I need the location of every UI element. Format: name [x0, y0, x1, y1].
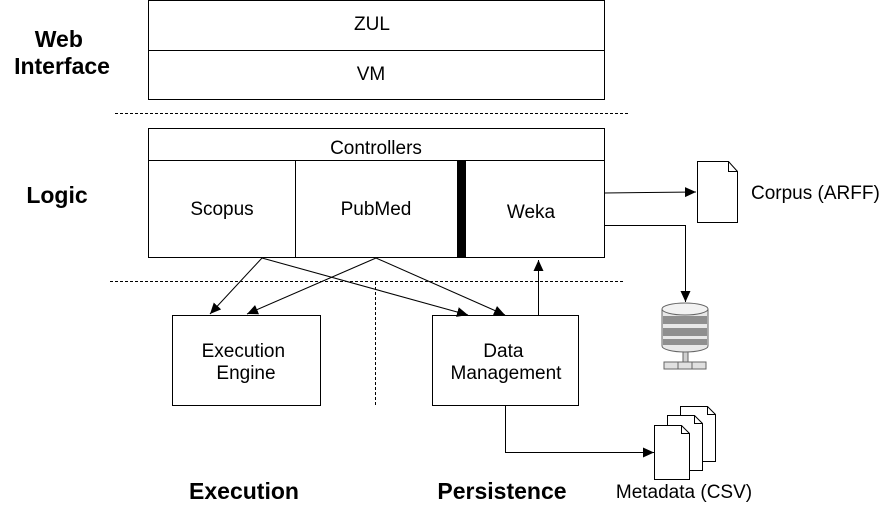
execution-engine-label-line1: Execution	[202, 341, 285, 362]
document-icon	[697, 161, 738, 223]
execution-engine-label-line2: Engine	[216, 363, 275, 384]
arrow-pubmed-to-execution	[246, 257, 377, 315]
scopus-label: Scopus	[190, 199, 253, 220]
arrow-scopus-to-data-management	[261, 257, 469, 317]
document-stack-icon	[654, 406, 716, 480]
layer-label-web-interface: Web Interface	[14, 26, 110, 79]
weka-label: Weka	[507, 202, 556, 223]
execution-engine-box	[172, 315, 321, 406]
layer-label-web-interface-line1: Web	[35, 26, 83, 52]
layer-label-execution: Execution	[189, 478, 299, 504]
controllers-label: Controllers	[330, 138, 422, 159]
arrow-weka-to-corpus	[603, 187, 697, 198]
vm-label: VM	[357, 64, 386, 85]
layer-label-logic: Logic	[26, 182, 88, 208]
database-icon	[661, 302, 709, 370]
data-management-label-line2: Management	[451, 363, 563, 384]
layer-label-persistence: Persistence	[437, 478, 566, 504]
pubmed-label: PubMed	[341, 199, 412, 220]
layer-label-web-interface-line2: Interface	[14, 53, 110, 79]
execution-engine-label: Execution Engine	[202, 341, 291, 384]
weka-thick-divider	[457, 160, 466, 258]
data-management-box	[432, 315, 579, 406]
arrow-pubmed-to-data-management	[375, 257, 506, 316]
arrow-data-management-to-metadata	[505, 406, 654, 458]
corpus-label: Corpus (ARFF)	[751, 183, 880, 204]
data-management-label-line1: Data	[483, 341, 524, 362]
metadata-label: Metadata (CSV)	[616, 482, 752, 503]
zul-label: ZUL	[354, 14, 390, 35]
arrow-weka-to-database	[604, 225, 691, 302]
data-management-label: Data Management	[451, 341, 563, 384]
arrow-scopus-to-execution	[209, 257, 263, 315]
